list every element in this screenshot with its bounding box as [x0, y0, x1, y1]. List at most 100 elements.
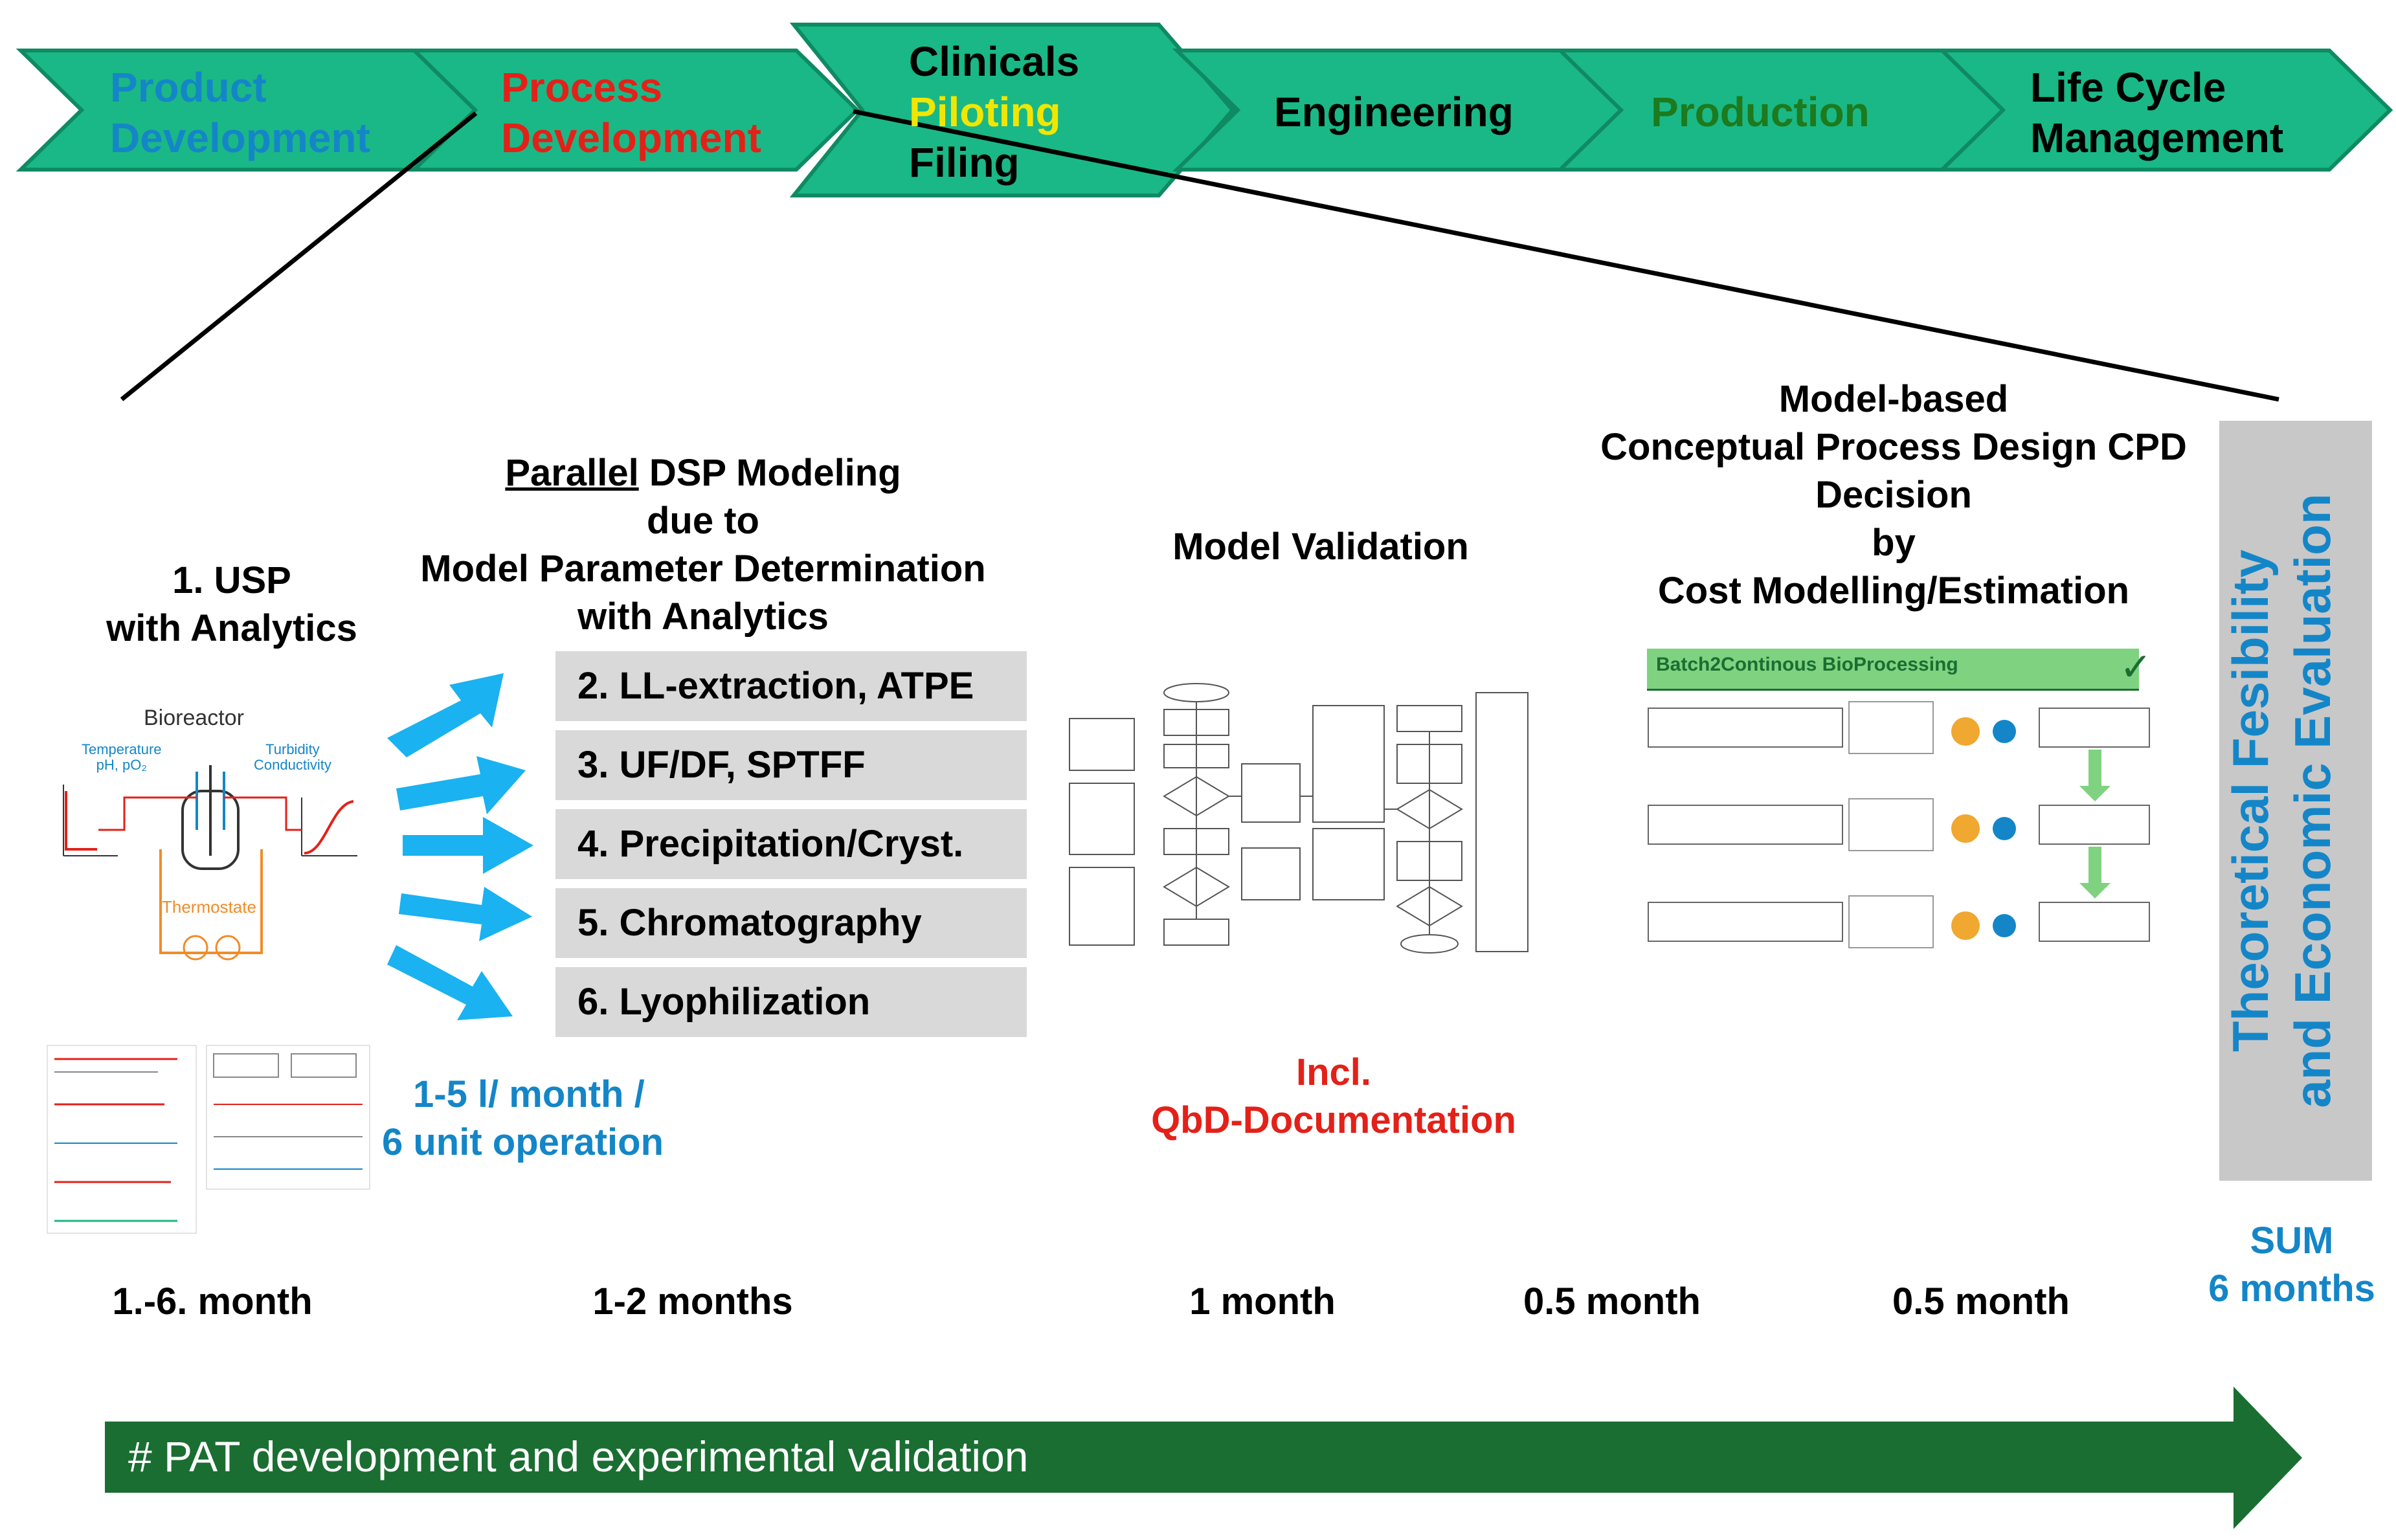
phase-line: Product [110, 64, 267, 111]
dsp-title-line4: with Analytics [577, 596, 829, 638]
duration-engineering: 0.5 month [1523, 1280, 1701, 1322]
phase-line: Clinicals [909, 38, 1080, 85]
pie-chart [1951, 717, 1980, 746]
throughput-line1: 1-5 l/ month / [413, 1073, 645, 1115]
sum-line2: 6 months [2208, 1267, 2375, 1310]
usp-thumbnail-right [206, 1045, 370, 1190]
reduction-arrow [2079, 750, 2110, 801]
bottom-arrow-shape [105, 1387, 2302, 1529]
flow-box [1312, 828, 1385, 900]
phase-line: Engineering [1274, 89, 1514, 135]
phase-line: Process [501, 64, 663, 111]
flow-box [1069, 867, 1135, 946]
side-label-text: Theoretical Fesibility and Economic Eval… [2219, 421, 2372, 1181]
dsp-title-underlined: Parallel [505, 452, 639, 494]
chart-strip [1848, 701, 1934, 754]
zoom-line-right [853, 109, 2279, 402]
flowchart-sketch [1069, 683, 1528, 954]
bottom-arrow-text: # PAT development and experimental valid… [128, 1433, 1029, 1480]
phase-line: Filing [909, 139, 1020, 186]
thermostat-loop [159, 849, 263, 954]
chevron-life-cycle [1937, 49, 2393, 172]
dsp-title-rest: DSP Modeling [638, 452, 901, 494]
cost-model-panel: Batch2Continous BioProcessing ✓ [1642, 645, 2153, 979]
step-precipitation: 4. Precipitation/Cryst. [555, 809, 1027, 879]
side-label-line1: Theoretical Fesibility [2222, 550, 2279, 1052]
phase-label-process-development: Process Development [501, 62, 761, 163]
blue-arrows [387, 673, 533, 1020]
flow-box [1475, 692, 1528, 952]
flow-box [1163, 919, 1229, 946]
phase-line: Production [1651, 89, 1870, 135]
arrow-to-step-3 [396, 756, 526, 814]
step-ll-extraction: 2. LL-extraction, ATPE [555, 651, 1027, 721]
process-strip [1648, 805, 1843, 845]
validation-title: Model Validation [1172, 526, 1469, 568]
cpd-title-line3: Decision [1815, 474, 1972, 516]
bioreactor-schematic: Bioreactor Temperature pH, pO₂ Turbidity… [47, 700, 383, 985]
validation-note-line1: Incl. [1295, 1051, 1372, 1093]
dsp-title-line3: Model Parameter Determination [420, 548, 986, 590]
sketch-box [213, 1053, 279, 1078]
cost-box [2039, 708, 2150, 748]
duration-dsp: 1-2 months [592, 1280, 793, 1322]
cpd-title-line2: Conceptual Process Design CPD [1600, 426, 2187, 468]
zoom-line-left [120, 111, 478, 401]
bottom-arrow [105, 1387, 2302, 1529]
arrow-to-step-5 [399, 887, 532, 941]
dsp-title-line1: Parallel DSP Modeling [381, 449, 1025, 497]
pie-chart [1993, 817, 2016, 840]
duration-validation: 1 month [1189, 1280, 1336, 1322]
step-chromatography: 5. Chromatography [555, 888, 1027, 958]
cpd-title-line5: Cost Modelling/Estimation [1657, 570, 2130, 612]
bioreactor-label-left: Temperature pH, pO₂ [82, 741, 162, 773]
dsp-title-line2: due to [647, 500, 759, 542]
flow-box [1396, 705, 1462, 732]
sum-label: SUM 6 months [2195, 1217, 2389, 1313]
validation-flowchart [1067, 680, 1533, 958]
step-uf-df: 3. UF/DF, SPTFF [555, 730, 1027, 800]
cost-panel-header: Batch2Continous BioProcessing ✓ [1647, 645, 2152, 691]
sensor-curve-left [65, 791, 97, 851]
thermostat-label: Thermostate [162, 897, 256, 917]
throughput-line2: 6 unit operation [382, 1121, 664, 1163]
duration-usp: 1.-6. month [112, 1280, 313, 1322]
thermostat-symbol-1 [183, 935, 208, 961]
bioreactor-drawing [63, 765, 357, 961]
usp-title-line2: with Analytics [106, 607, 357, 649]
reduction-arrow [2079, 847, 2110, 898]
usp-thumbnail-left [47, 1045, 197, 1234]
phase-line: Piloting [909, 89, 1061, 135]
cpd-title-line1: Model-based [1778, 378, 2009, 420]
throughput-note: 1-5 l/ month / 6 unit operation [382, 1071, 664, 1166]
sensor-curve-right [304, 800, 354, 854]
dsp-title: Parallel DSP Modeling due to Model Param… [381, 449, 1025, 641]
flow-box [1069, 783, 1135, 855]
validation-note: Incl. QbD-Documentation [1075, 1049, 1593, 1144]
thermostat-symbol-2 [215, 935, 241, 961]
signal-line-right [224, 796, 302, 831]
thumbnail-sketch [54, 1058, 177, 1222]
arrow-to-step-4 [403, 817, 533, 874]
phase-label-clinicals: Clinicals Piloting Filing [909, 36, 1079, 188]
side-label-box [2219, 421, 2372, 1181]
checkmark-icon: ✓ [2120, 645, 2153, 689]
chevron-clinicals [789, 23, 1235, 197]
bioreactor-title: Bioreactor [144, 706, 244, 730]
flow-box [1241, 847, 1301, 900]
validation-note-line2: QbD-Documentation [1151, 1099, 1516, 1141]
chevron-process-development [409, 49, 860, 172]
phase-line: Life Cycle [2030, 64, 2226, 111]
side-label-line2: and Economic Evaluation [2284, 493, 2341, 1108]
cpd-title: Model-based Conceptual Process Design CP… [1567, 375, 2221, 615]
pie-chart [1951, 911, 1980, 940]
cost-box [2039, 805, 2150, 845]
thumbnail-sketch [213, 1053, 363, 1170]
phase-line: Development [110, 115, 370, 161]
flow-start [1163, 683, 1229, 702]
flow-box [1312, 705, 1385, 823]
usp-title-line1: 1. USP [172, 559, 291, 601]
pie-chart [1993, 914, 2016, 937]
phase-chevrons [16, 23, 2393, 197]
